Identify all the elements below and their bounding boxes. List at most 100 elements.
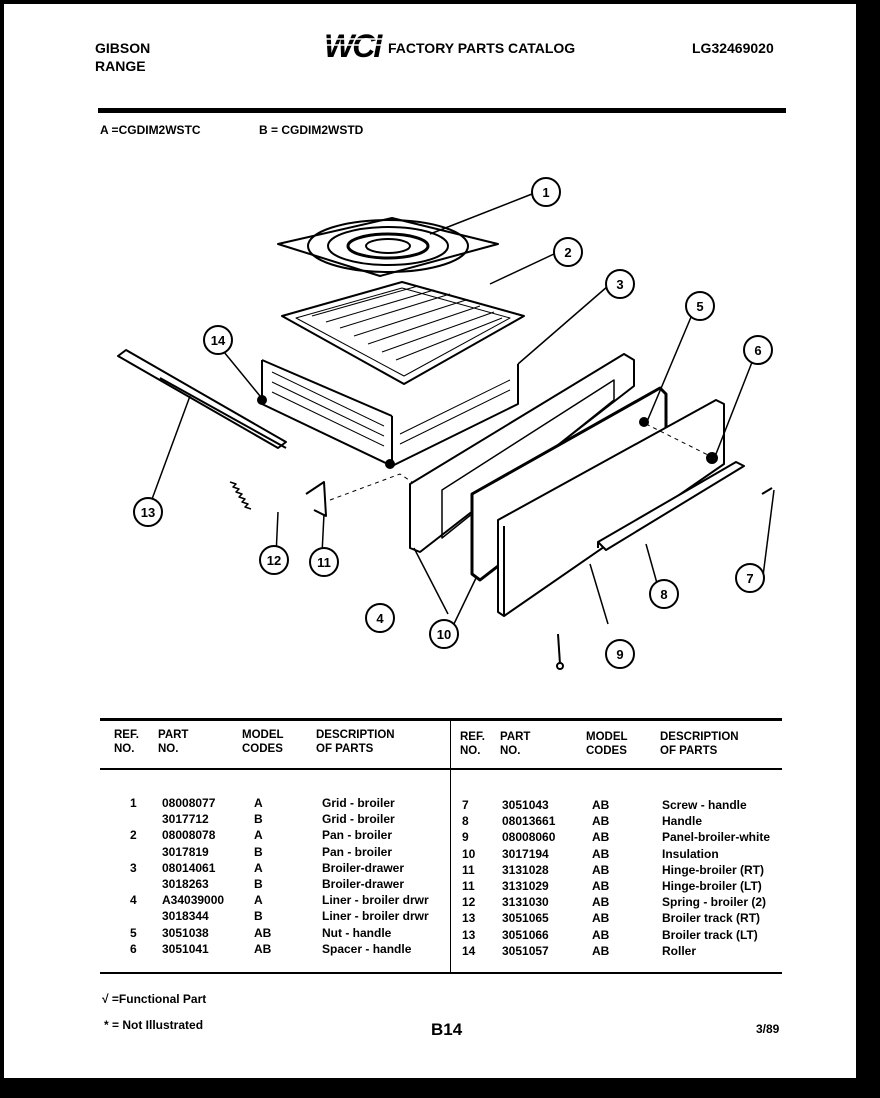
table-cell-desc: Spacer - handle: [322, 941, 412, 956]
page-code: B14: [431, 1020, 463, 1039]
model-header-sub: CODES: [242, 743, 283, 755]
table-cell-ref: 8: [462, 814, 469, 829]
exploded-parts-diagram: 1 2 3 4 5 6 7 8 9 10 11 12 13 14: [117, 177, 775, 670]
callout-4: 4: [365, 603, 395, 633]
model-b-code: B = CGDIM2WSTD: [259, 123, 364, 137]
table-cell-model: B: [254, 844, 263, 859]
table-cell-desc: Liner - broiler drwr: [322, 893, 429, 908]
desc-header: DESCRIPTION: [660, 731, 739, 743]
ref-header: REF.: [114, 729, 139, 741]
broiler-track-drawing: [117, 349, 287, 449]
table-bottom-rule: [100, 972, 782, 974]
broiler-drawer-drawing: [257, 359, 519, 469]
svg-text:7: 7: [746, 571, 753, 586]
table-cell-ref: 7: [462, 798, 469, 812]
svg-text:13: 13: [141, 505, 155, 520]
table-cell-model: AB: [592, 862, 610, 877]
svg-text:5: 5: [696, 299, 703, 314]
table-cell-part: 3017194: [502, 846, 549, 861]
table-cell-desc: Spring - broiler (2): [662, 895, 767, 910]
model-header: MODEL: [242, 729, 284, 741]
table-cell-part: 08008078: [162, 828, 216, 843]
table-cell-desc: Grid - broiler: [322, 812, 395, 827]
ref-header-sub: NO.: [114, 743, 135, 755]
callout-3: 3: [605, 269, 635, 299]
svg-text:4: 4: [376, 611, 384, 626]
table-cell-desc: Panel-broiler-white: [662, 830, 771, 845]
svg-text:12: 12: [267, 553, 281, 568]
ref-header: REF.: [460, 731, 485, 743]
part-header-sub: NO.: [500, 745, 521, 757]
table-cell-desc: Broiler track (LT): [662, 927, 758, 942]
table-cell-desc: Handle: [662, 814, 703, 829]
svg-text:WCI: WCI: [324, 29, 383, 63]
table-cell-desc: Broiler-drawer: [322, 877, 405, 891]
table-cell-desc: Broiler track (RT): [662, 911, 761, 926]
svg-text:1: 1: [542, 185, 549, 200]
table-cell-model: B: [254, 812, 263, 827]
table-cell-desc: Nut - handle: [322, 925, 392, 940]
desc-header-sub: OF PARTS: [316, 743, 374, 755]
svg-text:11: 11: [317, 555, 331, 570]
broiler-grid-drawing: [277, 217, 499, 277]
ref-header-sub: NO.: [460, 745, 481, 757]
table-header-rule: [100, 768, 782, 770]
table-cell-desc: Hinge-broiler (LT): [662, 879, 762, 893]
table-cell-part: 3018263: [162, 877, 209, 891]
table-cell-model: AB: [592, 879, 610, 893]
header-rule: [98, 108, 786, 113]
table-cell-model: B: [254, 909, 263, 924]
callout-11: 11: [309, 547, 339, 577]
desc-header: DESCRIPTION: [316, 729, 395, 741]
table-cell-ref: 4: [130, 893, 137, 908]
table-cell-model: AB: [592, 943, 610, 958]
callout-5: 5: [685, 291, 715, 321]
callout-9: 9: [605, 639, 635, 669]
callout-14: 14: [203, 325, 233, 355]
table-cell-part: 3051066: [502, 927, 549, 942]
table-cell-model: A: [254, 796, 263, 810]
table-cell-ref: 14: [462, 943, 476, 958]
not-illustrated-note: * = Not Illustrated: [104, 1018, 204, 1032]
table-cell-desc: Liner - broiler drwr: [322, 909, 429, 924]
table-cell-part: 08008060: [502, 830, 556, 845]
table-cell-desc: Insulation: [662, 846, 719, 861]
svg-text:2: 2: [564, 245, 571, 260]
table-cell-desc: Hinge-broiler (RT): [662, 862, 764, 877]
table-cell-part: 3051043: [502, 798, 549, 812]
table-center-divider: [450, 720, 451, 974]
svg-text:6: 6: [754, 343, 761, 358]
table-cell-ref: 10: [462, 846, 476, 861]
svg-text:8: 8: [660, 587, 667, 602]
table-cell-part: 3051041: [162, 941, 209, 956]
product-type: RANGE: [95, 58, 146, 74]
catalog-title: FACTORY PARTS CATALOG: [388, 40, 576, 56]
table-cell-ref: 13: [462, 927, 476, 942]
catalog-page: GIBSON RANGE WCI FACTORY PARTS CATALOG L…: [4, 4, 856, 1078]
callout-10: 10: [429, 619, 459, 649]
table-cell-model: B: [254, 877, 263, 891]
table-cell-model: AB: [592, 814, 610, 829]
table-cell-part: 3017712: [162, 812, 209, 827]
table-cell-model: AB: [254, 941, 272, 956]
table-cell-ref: 1: [130, 796, 137, 810]
broiler-panel-drawing: [497, 399, 725, 617]
table-cell-model: AB: [592, 830, 610, 845]
callout-8: 8: [649, 579, 679, 609]
model-header-sub: CODES: [586, 745, 627, 757]
hinge-drawing: [305, 481, 327, 517]
drawer-liner-drawing: [409, 353, 635, 553]
table-cell-part: 3131028: [502, 862, 549, 877]
table-cell-desc: Pan - broiler: [322, 844, 393, 859]
table-cell-model: A: [254, 860, 263, 875]
table-cell-desc: Grid - broiler: [322, 796, 395, 810]
part-header: PART: [500, 731, 531, 743]
table-cell-part: 3018344: [162, 909, 209, 924]
callout-12: 12: [259, 545, 289, 575]
model-header: MODEL: [586, 731, 628, 743]
table-cell-ref: 2: [130, 828, 137, 843]
table-cell-model: AB: [592, 798, 610, 812]
spacer-drawing: [706, 452, 718, 464]
table-cell-model: AB: [254, 925, 272, 940]
part-header: PART: [158, 729, 189, 741]
